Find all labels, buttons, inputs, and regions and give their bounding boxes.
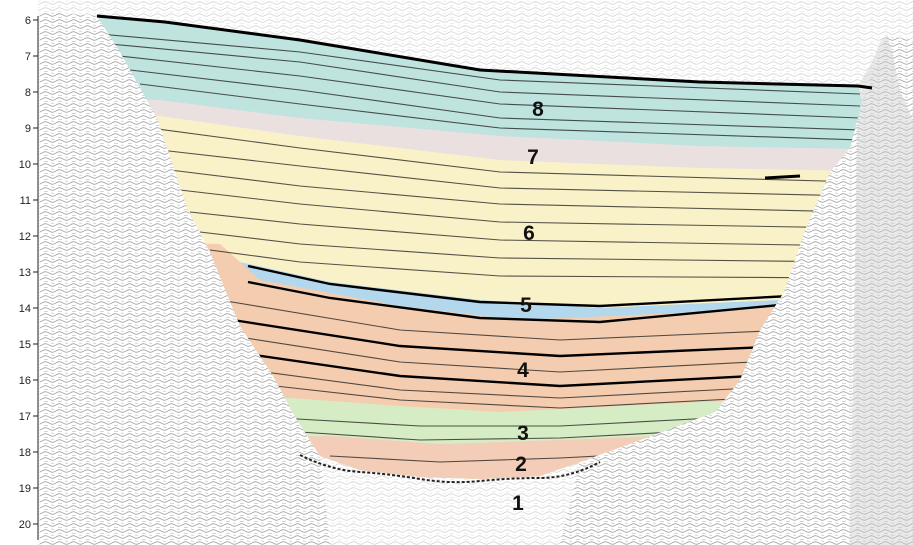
axis-tick-label: 11 — [20, 195, 31, 207]
unit-label-2: 2 — [515, 453, 527, 476]
axis-tick-label: 9 — [25, 123, 31, 135]
axis-tick-label: 16 — [19, 375, 31, 387]
axis-tick-label: 17 — [19, 411, 31, 423]
unit-label-3: 3 — [517, 422, 529, 445]
axis-tick-label: 15 — [19, 339, 31, 351]
axis-tick-label: 6 — [25, 15, 31, 27]
axis-tick-label: 8 — [25, 87, 31, 99]
axis-tick-label: 7 — [25, 51, 31, 63]
axis-tick-label: 18 — [19, 447, 31, 459]
axis-ticks: 6 7 8 9 10 11 12 13 14 15 16 17 18 19 20 — [19, 15, 38, 531]
axis-tick-label: 10 — [19, 159, 31, 171]
depth-axis: 6 7 8 9 10 11 12 13 14 15 16 17 18 19 20 — [19, 15, 38, 540]
axis-tick-label: 13 — [19, 267, 31, 279]
unit-label-8: 8 — [532, 98, 544, 121]
right-flank-reflector — [765, 176, 800, 178]
unit-label-5: 5 — [520, 294, 532, 317]
unit-label-7: 7 — [527, 146, 539, 169]
unit-label-6: 6 — [523, 222, 535, 245]
unit-label-4: 4 — [517, 359, 529, 382]
axis-tick-label: 12 — [19, 231, 31, 243]
axis-tick-label: 19 — [19, 483, 31, 495]
right-ridge — [850, 36, 913, 545]
axis-tick-label: 14 — [19, 303, 31, 315]
unit-label-1: 1 — [512, 492, 524, 515]
axis-tick-label: 20 — [19, 519, 31, 531]
